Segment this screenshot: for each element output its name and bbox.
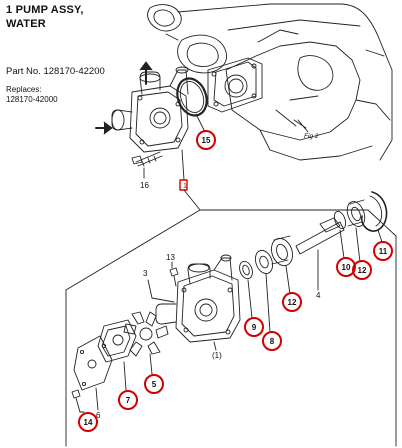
label-4: 4 [316,291,321,300]
label-13: 13 [166,253,175,262]
callout-15: 15 [202,136,211,145]
part-title-line2: WATER [6,18,46,30]
callout-circle-7 [118,390,138,410]
bolt-16 [131,151,163,167]
label-3: 3 [143,269,148,278]
label-6: 6 [96,411,101,420]
callout-12-right: 12 [358,266,367,275]
callout-circle-15 [196,130,216,150]
callout-index: 1 [183,183,187,190]
replaces-value: 128170-42000 [6,95,58,104]
detail-frame [65,209,397,447]
replaces-label: Replaces: [6,85,42,94]
part-number: Part No. 128170-42200 [6,66,105,77]
label-1-paren: (1) [212,351,222,360]
pump-assembly-upper [111,66,189,153]
callout-7: 7 [126,396,131,405]
callout-11: 11 [379,247,388,256]
callout-8: 8 [270,337,275,346]
callout-14: 14 [84,418,93,427]
callout-circle-10 [336,257,356,277]
engine-housing-drawing [147,3,393,161]
pump-body-lower [155,254,241,343]
callout-9: 9 [252,323,257,332]
callout-circle-12-center [282,292,302,312]
callout-circle-9 [244,317,264,337]
gasket-ring-upper [176,77,208,117]
impeller [123,311,169,357]
callout-circle-11 [373,241,393,261]
fig-2-label: Fig 2 [304,133,319,140]
callout-circle-8 [262,331,282,351]
callout-5: 5 [152,380,157,389]
callout-circle-14 [78,412,98,432]
callout-circle-5 [144,374,164,394]
callout-12-center: 12 [288,298,297,307]
callout-circle-12-right [352,260,372,280]
callout-10: 10 [342,263,351,272]
label-16: 16 [140,181,149,190]
part-title-line1: 1 PUMP ASSY, [6,4,84,16]
